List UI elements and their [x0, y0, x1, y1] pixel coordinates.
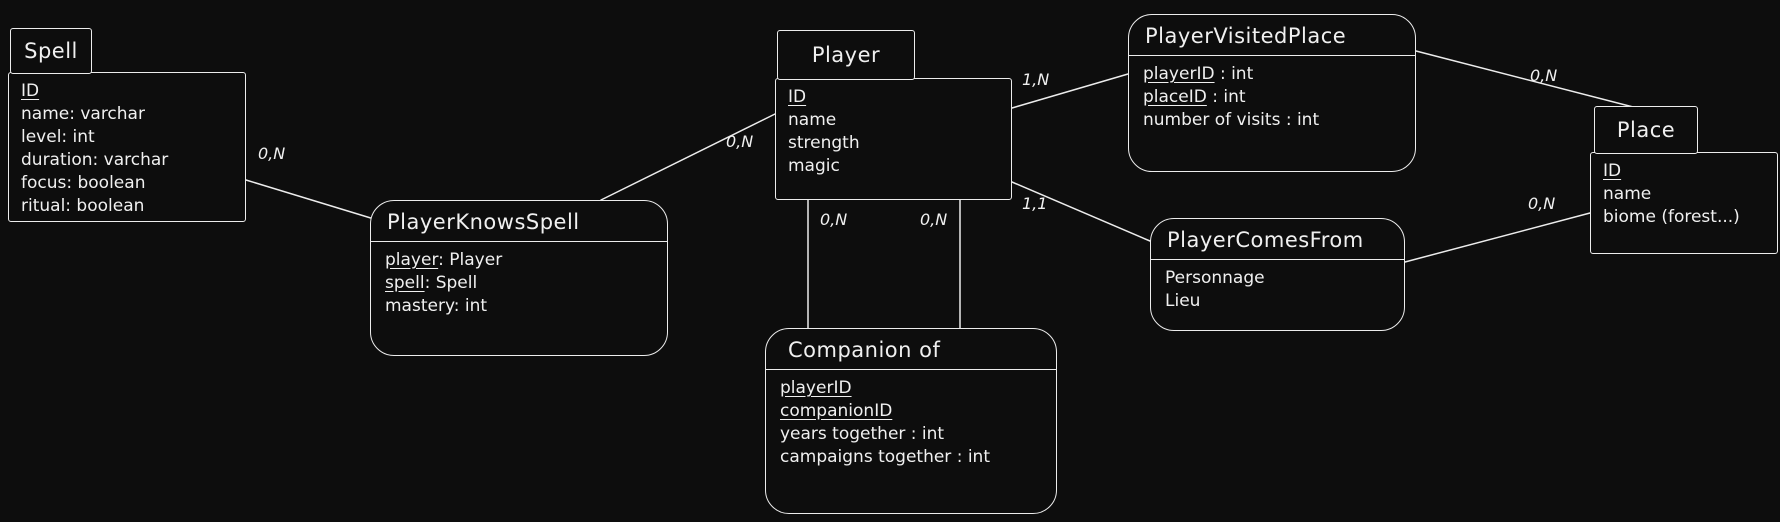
attribute-row: playerID [780, 377, 1042, 400]
attribute-row: ID [788, 86, 999, 109]
attr-key: spell [385, 273, 425, 293]
entity-title-text: Place [1616, 118, 1676, 142]
entity-playercomesfrom[interactable]: PlayerComesFrom Personnage Lieu [1150, 218, 1405, 331]
cardinality-spell-knows[interactable]: 0,N [258, 144, 286, 163]
attr-text: mastery: int [385, 296, 488, 316]
attr-text: : int [1206, 87, 1246, 107]
attr-key: player [385, 250, 439, 270]
attribute-row: ID [21, 80, 233, 103]
cardinality-comesfrom-place[interactable]: 0,N [1528, 194, 1556, 213]
entity-companionof-title[interactable]: Companion of [766, 329, 1056, 370]
entity-playercomesfrom-attrs: Personnage Lieu [1151, 260, 1404, 320]
attr-text: Personnage [1165, 268, 1265, 288]
attr-key: playerID [780, 378, 852, 398]
attribute-row: Lieu [1165, 290, 1390, 313]
attr-text: : Spell [424, 273, 478, 293]
attribute-row: companionID [780, 400, 1042, 423]
entity-playervisitedplace-attrs: playerID : int placeID : int number of v… [1129, 56, 1415, 139]
attr-key: ID [21, 81, 40, 101]
attr-key: playerID [1143, 64, 1215, 84]
attribute-row: focus: boolean [21, 172, 233, 195]
cardinality-player-visited[interactable]: 1,N [1022, 70, 1050, 89]
entity-playerknowsspell[interactable]: PlayerKnowsSpell player: Player spell: S… [370, 200, 668, 356]
entity-playerknowsspell-attrs: player: Player spell: Spell mastery: int [371, 242, 667, 325]
entity-place-body[interactable]: ID name biome (forest...) [1590, 152, 1778, 254]
attribute-row: magic [788, 155, 999, 178]
line-playervisitedplace-place[interactable] [1415, 50, 1638, 109]
attr-text: level: int [21, 127, 95, 147]
attr-text: : int [1214, 64, 1254, 84]
attr-key: ID [788, 87, 807, 107]
attr-key: ID [1603, 161, 1622, 181]
entity-title-text: Player [811, 43, 881, 67]
cardinality-visited-place[interactable]: 0,N [1530, 66, 1558, 85]
attr-key: companionID [780, 401, 893, 421]
line-spell-playerknowsspell[interactable] [245, 179, 375, 220]
attr-text: name [788, 110, 837, 130]
line-player-playercomesfrom[interactable] [1011, 181, 1151, 242]
attribute-row: strength [788, 132, 999, 155]
attr-text: name: varchar [21, 104, 145, 124]
entity-place-title[interactable]: Place [1594, 106, 1698, 154]
attribute-row: playerID : int [1143, 63, 1401, 86]
attr-text: focus: boolean [21, 173, 146, 193]
line-playercomesfrom-place[interactable] [1404, 212, 1591, 263]
cardinality-companion-right[interactable]: 0,N [920, 210, 948, 229]
attribute-row: duration: varchar [21, 149, 233, 172]
attribute-row: name: varchar [21, 103, 233, 126]
cardinality-player-comesfrom[interactable]: 1,1 [1022, 194, 1048, 213]
attr-text: biome (forest...) [1603, 207, 1740, 227]
attribute-row: level: int [21, 126, 233, 149]
attr-text: magic [788, 156, 840, 176]
line-playerknowsspell-player[interactable] [600, 113, 776, 201]
line-player-playervisitedplace[interactable] [1011, 73, 1129, 109]
entity-companionof-attrs: playerID companionID years together : in… [766, 370, 1056, 476]
entity-playercomesfrom-title[interactable]: PlayerComesFrom [1151, 219, 1404, 260]
attr-text: campaigns together : int [780, 447, 990, 467]
attribute-row: ritual: boolean [21, 195, 233, 218]
attribute-row: mastery: int [385, 295, 653, 318]
attribute-row: Personnage [1165, 267, 1390, 290]
entity-playervisitedplace[interactable]: PlayerVisitedPlace playerID : int placeI… [1128, 14, 1416, 172]
attr-text: years together : int [780, 424, 945, 444]
entity-spell-title[interactable]: Spell [10, 28, 92, 74]
entity-player-title[interactable]: Player [777, 30, 915, 80]
entity-spell-body[interactable]: ID name: varchar level: int duration: va… [8, 72, 246, 222]
attr-text: ritual: boolean [21, 196, 145, 216]
entity-playerknowsspell-title[interactable]: PlayerKnowsSpell [371, 201, 667, 242]
attribute-row: name [1603, 183, 1765, 206]
entity-companionof[interactable]: Companion of playerID companionID years … [765, 328, 1057, 514]
entity-playervisitedplace-title[interactable]: PlayerVisitedPlace [1129, 15, 1415, 56]
attr-text: Lieu [1165, 291, 1201, 311]
attribute-row: number of visits : int [1143, 109, 1401, 132]
attr-text: duration: varchar [21, 150, 169, 170]
entity-player-body[interactable]: ID name strength magic [775, 78, 1012, 200]
attr-key: placeID [1143, 87, 1207, 107]
attribute-row: placeID : int [1143, 86, 1401, 109]
attribute-row: years together : int [780, 423, 1042, 446]
cardinality-companion-left[interactable]: 0,N [820, 210, 848, 229]
attribute-row: spell: Spell [385, 272, 653, 295]
entity-title-text: Spell [24, 39, 78, 63]
attribute-row: ID [1603, 160, 1765, 183]
cardinality-knows-player[interactable]: 0,N [726, 132, 754, 151]
attribute-row: name [788, 109, 999, 132]
attribute-row: campaigns together : int [780, 446, 1042, 469]
attr-text: : Player [438, 250, 503, 270]
attribute-row: biome (forest...) [1603, 206, 1765, 229]
attr-text: number of visits : int [1143, 110, 1320, 130]
attr-text: name [1603, 184, 1652, 204]
attribute-row: player: Player [385, 249, 653, 272]
attr-text: strength [788, 133, 860, 153]
